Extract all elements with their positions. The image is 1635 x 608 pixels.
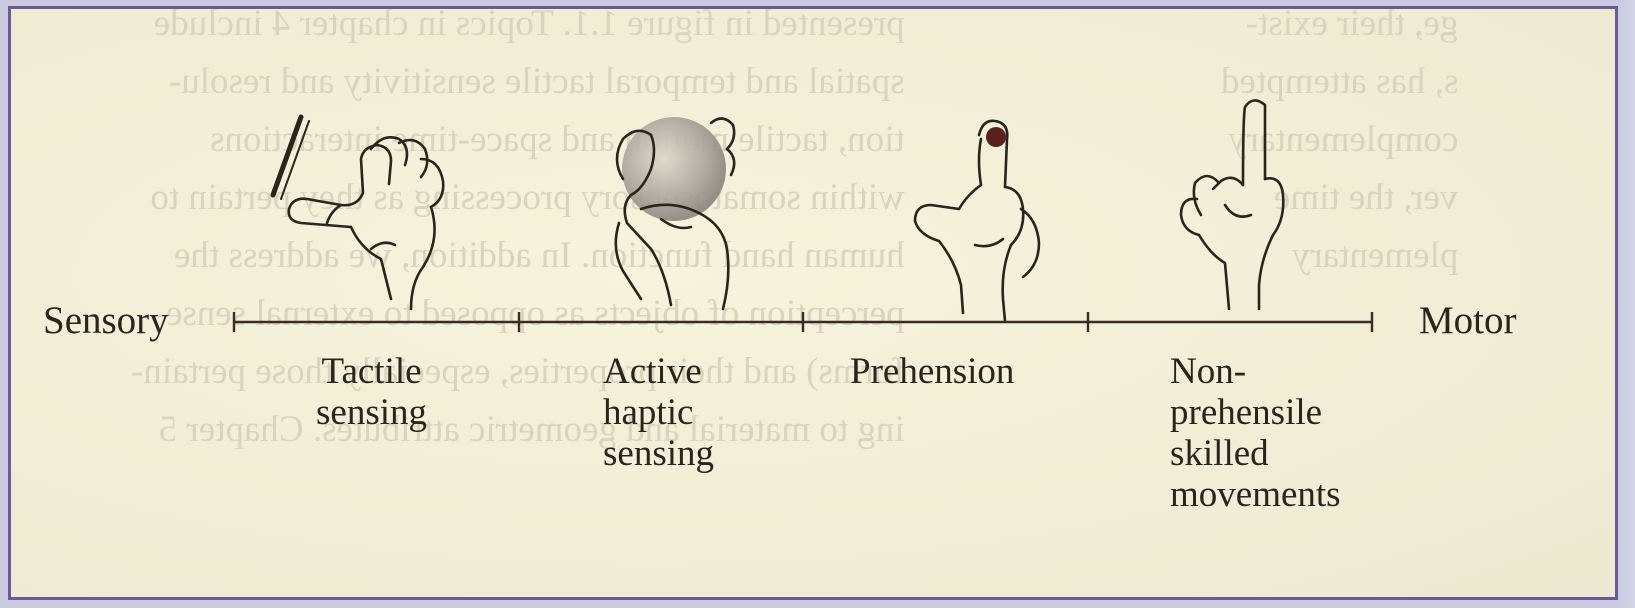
hand-pointing-icon: [1181, 100, 1283, 309]
stage-label-active-haptic-sensing: Active haptic sensing: [603, 351, 714, 474]
figure-frame: presented in figure 1.1. Topics in chapt…: [8, 6, 1618, 600]
axis-left-label: Sensory: [43, 301, 169, 341]
hand-stylus-icon: [273, 117, 443, 309]
stage-label-non-prehensile: Non- prehensile skilled movements: [1170, 351, 1341, 515]
sensory-motor-axis: [234, 312, 1372, 332]
stage-label-tactile-sensing: Tactile sensing: [316, 351, 427, 433]
axis-right-label: Motor: [1419, 301, 1517, 341]
page-edge: [1618, 0, 1635, 608]
hand-sphere-icon: [616, 117, 734, 309]
hand-pinch-icon: [915, 121, 1039, 321]
hands-illustration: [11, 9, 1615, 597]
stage-label-prehension: Prehension: [850, 351, 1014, 392]
